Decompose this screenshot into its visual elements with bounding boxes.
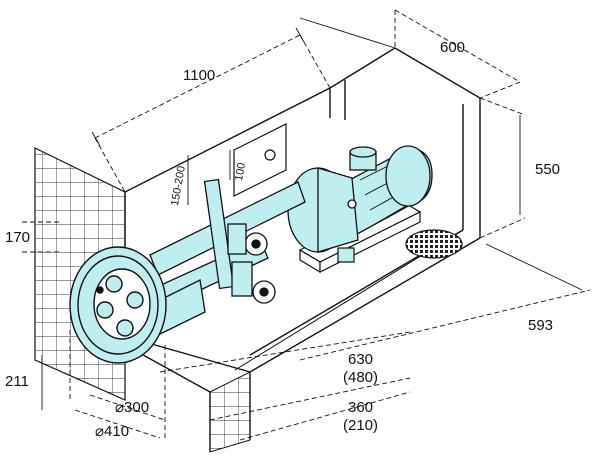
valves: [227, 223, 276, 304]
outlet-wheel: [69, 246, 167, 364]
dim-height-right: 550: [535, 161, 561, 178]
dim-diameter-outer: ⌀410: [95, 423, 130, 440]
dim-length-main: 630: [348, 351, 374, 368]
dim-length-short-alt: (210): [343, 417, 379, 434]
dim-height-outlet: 170: [5, 229, 31, 246]
control-box: [233, 123, 287, 197]
dim-length-short: 360: [348, 399, 374, 416]
dimension-lines: [22, 9, 591, 441]
dim-width-top: 1100: [183, 67, 216, 84]
dim-length-main-alt: (480): [343, 369, 379, 386]
pump-body: [287, 167, 359, 253]
dim-diameter-inner: ⌀300: [115, 399, 150, 416]
dim-depth-right: 593: [528, 317, 554, 334]
floor-drain-grate: [405, 229, 463, 259]
dim-depth-top: 600: [440, 39, 466, 56]
dim-height-bottom: 211: [5, 373, 29, 390]
electric-motor: [339, 145, 433, 240]
